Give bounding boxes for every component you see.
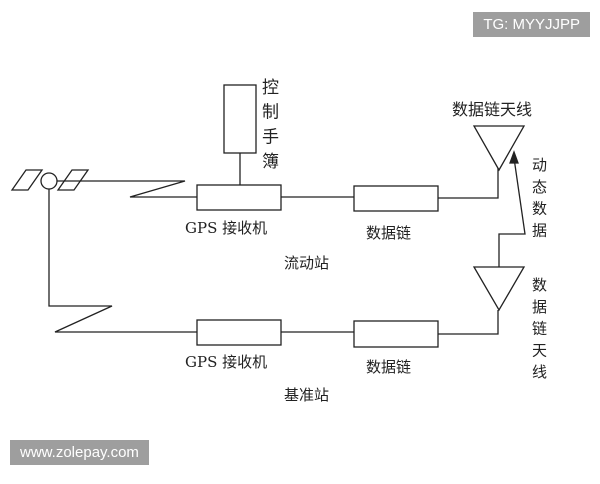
base-datalink-label: 数据链 — [366, 358, 411, 376]
signal-line-rover — [57, 180, 197, 198]
rover-gps-receiver-label: GPS 接收机 — [185, 219, 267, 237]
rover-gps-receiver-box — [196, 184, 282, 211]
base-datalink-box — [353, 320, 439, 348]
watermark-bottom: www.zolepay.com — [10, 440, 149, 465]
rover-antenna-icon — [472, 125, 526, 172]
satellite-icon — [10, 169, 90, 191]
signal-line-base — [48, 189, 197, 333]
base-station-label: 基准站 — [284, 386, 329, 404]
control-handbook-label: 控制手簿 — [262, 78, 279, 172]
dynamic-data-arrowhead — [509, 150, 519, 164]
base-gps-receiver-box — [196, 319, 282, 346]
base-antenna-label: 数据链天线 — [532, 276, 547, 381]
dynamic-data-label: 动态数据 — [532, 156, 547, 239]
base-gps-receiver-label: GPS 接收机 — [185, 353, 267, 371]
rover-antenna-label: 数据链天线 — [452, 100, 532, 119]
base-antenna-icon — [472, 266, 526, 312]
rover-antenna-mast — [438, 168, 499, 199]
rover-datalink-label: 数据链 — [366, 224, 411, 242]
base-antenna-mast — [438, 310, 499, 335]
rover-station-label: 流动站 — [284, 254, 329, 272]
rover-datalink-box — [353, 185, 439, 212]
watermark-top: TG: MYYJJPP — [473, 12, 590, 37]
dynamic-data-line — [498, 157, 526, 267]
control-handbook-box — [223, 84, 257, 154]
